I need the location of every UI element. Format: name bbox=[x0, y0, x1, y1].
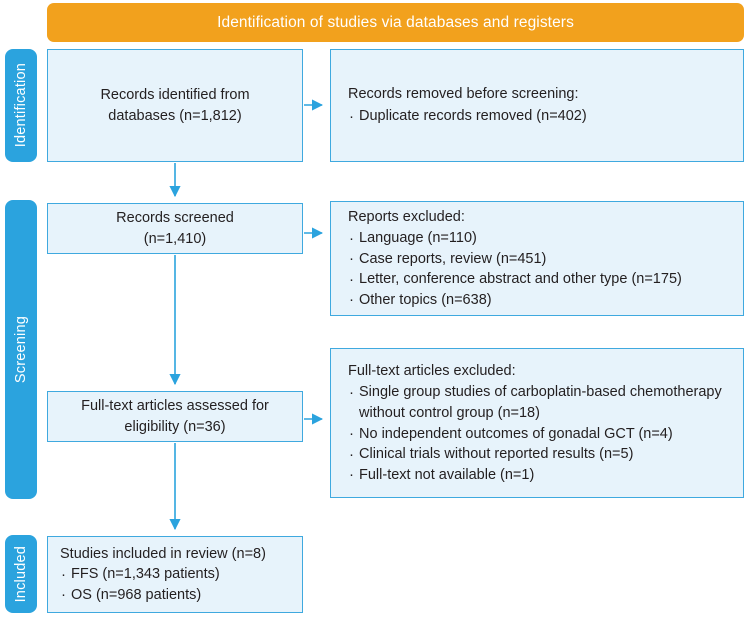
box-records-screened-title: Records screened (n=1,410) bbox=[116, 209, 234, 247]
box-records-removed-list: Duplicate records removed (n=402) bbox=[348, 106, 587, 127]
box-fulltext-excluded-title: Full-text articles excluded: bbox=[348, 362, 516, 379]
box-fulltext-assessed: Full-text articles assessed for eligibil… bbox=[47, 391, 303, 442]
phase-banner-label: Identification of studies via databases … bbox=[217, 13, 574, 31]
list-item: No independent outcomes of gonadal GCT (… bbox=[348, 423, 735, 445]
stage-tab-screening-label: Screening bbox=[12, 315, 29, 384]
list-item: Language (n=110) bbox=[348, 228, 682, 249]
box-records-removed-title: Records removed before screening: bbox=[348, 86, 579, 103]
stage-tab-identification: Identification bbox=[5, 49, 37, 162]
list-item: FFS (n=1,343 patients) bbox=[60, 564, 220, 585]
list-item: Full-text not available (n=1) bbox=[348, 464, 735, 486]
stage-tab-identification-label: Identification bbox=[12, 63, 29, 148]
box-studies-included-list: FFS (n=1,343 patients)OS (n=968 patients… bbox=[60, 564, 220, 605]
list-item: Clinical trials without reported results… bbox=[348, 444, 735, 465]
box-fulltext-excluded: Full-text articles excluded: Single grou… bbox=[330, 348, 744, 498]
list-item: Letter, conference abstract and other ty… bbox=[348, 269, 682, 290]
box-reports-excluded-list: Language (n=110)Case reports, review (n=… bbox=[348, 228, 682, 311]
box-reports-excluded-title: Reports excluded: bbox=[348, 208, 465, 225]
box-fulltext-assessed-title: Full-text articles assessed for eligibil… bbox=[81, 397, 269, 435]
box-fulltext-excluded-list: Single group studies of carboplatin-base… bbox=[348, 382, 735, 485]
list-item: Duplicate records removed (n=402) bbox=[348, 106, 587, 127]
list-item: Single group studies of carboplatin-base… bbox=[348, 382, 735, 423]
stage-tab-included: Included bbox=[5, 535, 37, 613]
box-records-screened: Records screened (n=1,410) bbox=[47, 203, 303, 254]
phase-banner: Identification of studies via databases … bbox=[47, 3, 744, 42]
box-studies-included-title: Studies included in review (n=8) bbox=[60, 545, 266, 562]
list-item: OS (n=968 patients) bbox=[60, 584, 220, 606]
list-item: Other topics (n=638) bbox=[348, 289, 682, 311]
stage-tab-screening: Screening bbox=[5, 200, 37, 499]
box-records-identified-title: Records identified from databases (n=1,8… bbox=[100, 86, 250, 124]
box-reports-excluded: Reports excluded: Language (n=110)Case r… bbox=[330, 201, 744, 316]
box-records-identified: Records identified from databases (n=1,8… bbox=[47, 49, 303, 162]
list-item: Case reports, review (n=451) bbox=[348, 248, 682, 270]
box-studies-included: Studies included in review (n=8) FFS (n=… bbox=[47, 536, 303, 613]
box-records-removed: Records removed before screening: Duplic… bbox=[330, 49, 744, 162]
stage-tab-included-label: Included bbox=[12, 545, 29, 603]
